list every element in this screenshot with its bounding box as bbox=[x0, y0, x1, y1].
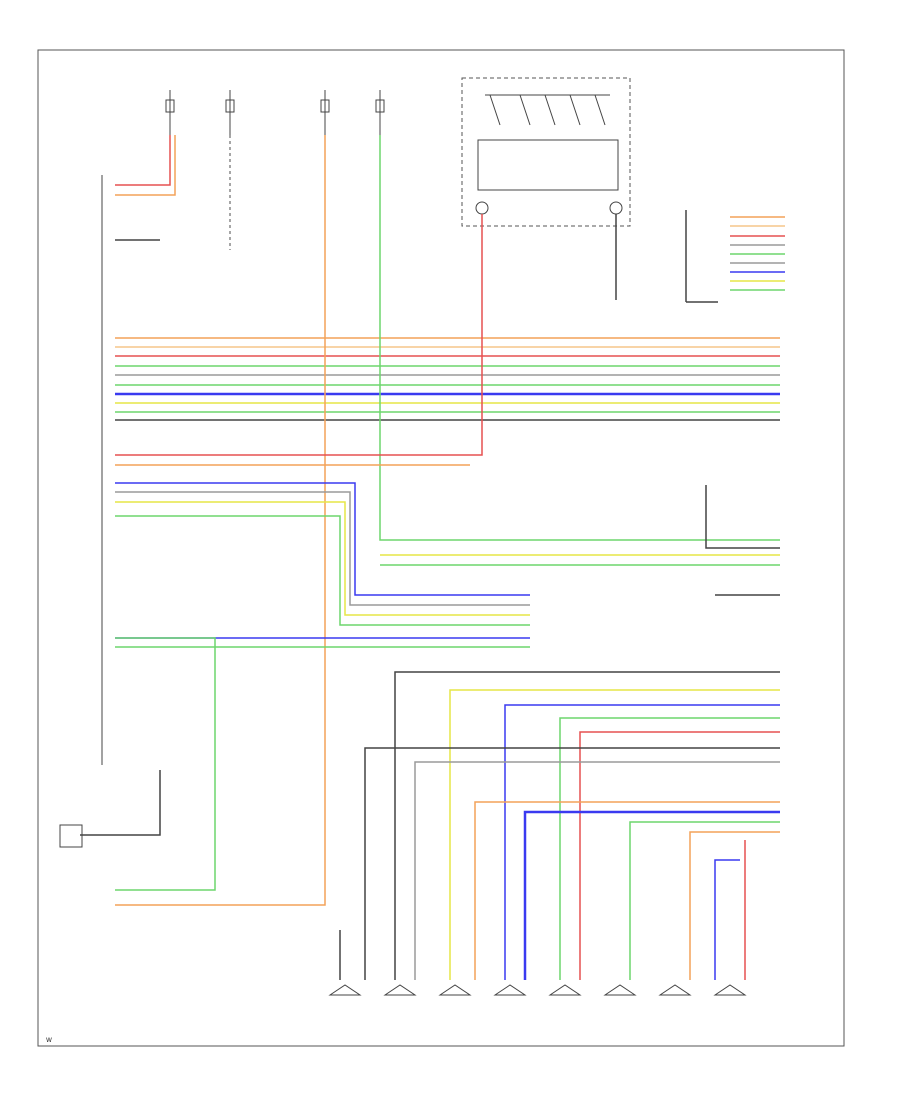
footer-code: W bbox=[46, 1037, 52, 1044]
speaker-wires bbox=[339, 671, 780, 980]
feed-wires-left bbox=[115, 135, 231, 250]
bus-wires bbox=[115, 337, 780, 421]
diagram-border bbox=[37, 49, 845, 1047]
control-switch-box bbox=[461, 77, 631, 227]
signal-group bbox=[115, 482, 780, 648]
fuse-feeds bbox=[165, 90, 385, 135]
speakers bbox=[328, 984, 747, 996]
vertical-risers bbox=[115, 135, 780, 906]
lower-left-wires bbox=[59, 637, 216, 891]
legend-connector bbox=[685, 210, 785, 303]
